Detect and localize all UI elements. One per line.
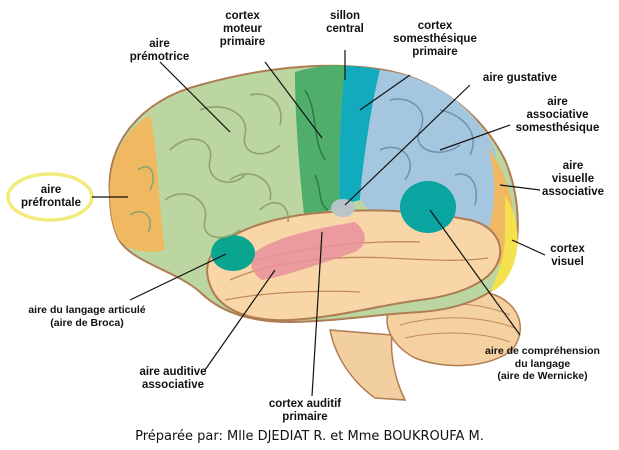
label-premotor: aire prémotrice	[129, 38, 190, 63]
somato-assoc-region	[360, 70, 497, 242]
motor-folds	[304, 89, 329, 211]
leader-somato-assoc	[439, 124, 511, 151]
label-gustatory: aire gustative	[482, 72, 558, 84]
label-somato-assoc: aire associative somesthésique	[515, 96, 600, 134]
label-broca: aire du langage articulé (aire de Broca)	[28, 304, 146, 329]
label-central-sulcus: sillon central	[326, 10, 364, 35]
credit-line: Préparée par: Mlle DJEDIAT R. et Mme BOU…	[135, 429, 484, 444]
leader-somatosensory	[359, 74, 411, 111]
label-wernicke: aire de compréhension du langage (aire d…	[485, 345, 600, 382]
broca-region	[211, 235, 255, 271]
leader-visual	[511, 239, 546, 256]
parietal-folds	[379, 98, 477, 206]
leader-broca	[129, 253, 227, 301]
wernicke-region	[400, 181, 456, 233]
motor-region	[295, 65, 345, 222]
somatosensory-region	[339, 66, 380, 205]
auditory-region	[250, 222, 365, 280]
label-prefrontal: aire préfrontale	[20, 184, 82, 209]
leader-auditory	[311, 231, 323, 397]
label-auditory-assoc: aire auditive associative	[139, 366, 207, 391]
leader-visual-assoc	[499, 184, 541, 191]
leader-premotor	[159, 61, 231, 133]
leader-motor	[264, 61, 323, 139]
label-visual: cortex visuel	[550, 243, 585, 268]
label-auditory: cortex auditif primaire	[268, 398, 342, 423]
leader-wernicke	[429, 209, 521, 336]
label-visual-assoc: aire visuelle associative	[541, 160, 604, 198]
cerebrum-folds	[129, 93, 289, 239]
leader-gustatory	[344, 84, 471, 206]
prefrontal-region	[109, 115, 165, 252]
visual-region	[490, 195, 518, 292]
leader-lines	[92, 50, 546, 397]
brain-stem	[329, 329, 407, 401]
label-motor: cortex moteur primaire	[219, 10, 266, 48]
label-somatosensory: cortex somesthésique primaire	[393, 20, 477, 58]
leader-auditory-assoc	[204, 269, 276, 371]
gustatory-region	[331, 199, 355, 217]
